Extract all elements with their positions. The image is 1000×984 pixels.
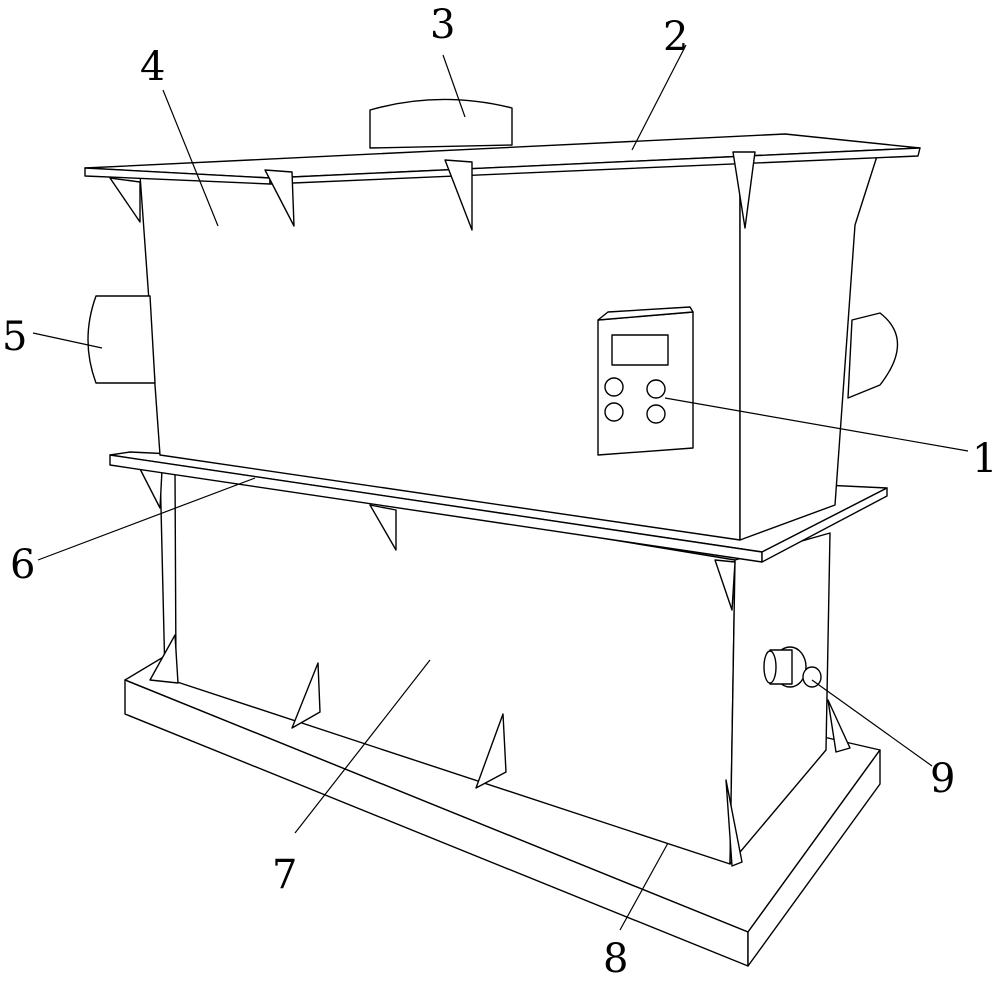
upper-ribs — [109, 151, 756, 231]
control-box — [597, 306, 694, 456]
button-1 — [604, 377, 624, 397]
button-4 — [646, 404, 666, 424]
lower-box — [159, 464, 831, 865]
button-3 — [604, 402, 624, 422]
display-screen — [611, 334, 669, 366]
label-9: 9 — [930, 756, 955, 802]
leader-lines — [32, 44, 969, 931]
side-pipe-right — [847, 312, 899, 399]
label-6: 6 — [10, 542, 35, 588]
label-4: 4 — [140, 44, 165, 90]
top-outlet — [369, 98, 513, 149]
label-2: 2 — [663, 14, 688, 60]
label-1: 1 — [972, 436, 997, 482]
label-3: 3 — [430, 2, 455, 48]
button-2 — [646, 379, 666, 399]
label-8: 8 — [603, 936, 628, 982]
lower-ribs — [137, 464, 851, 867]
label-7: 7 — [272, 852, 297, 898]
label-5: 5 — [2, 314, 27, 360]
upper-box — [139, 152, 879, 541]
side-pipe-left — [87, 295, 156, 384]
top-plate — [84, 133, 921, 185]
drain-valve — [763, 646, 822, 688]
